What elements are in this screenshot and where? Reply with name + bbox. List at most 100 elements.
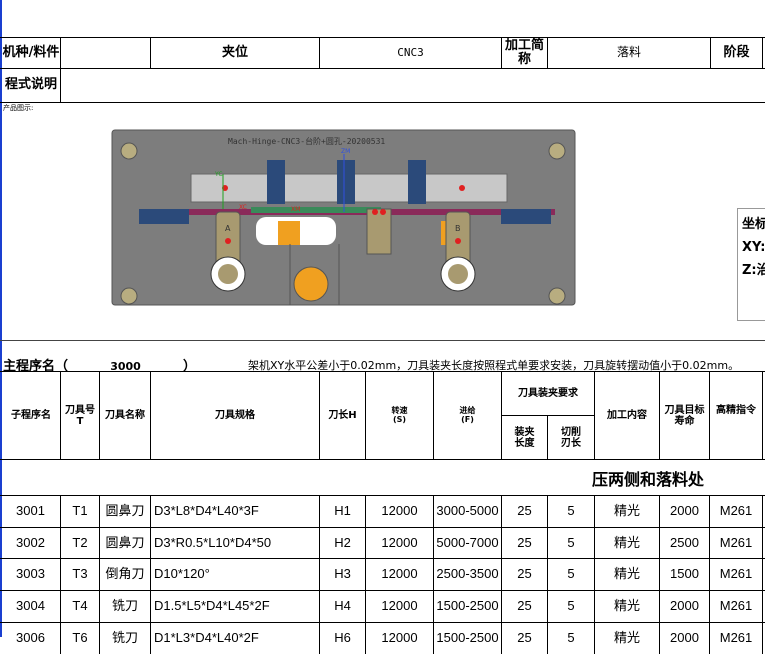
coordinate-box: 坐标 XY: Z:治 xyxy=(737,208,765,321)
axis-label-zm: ZM xyxy=(341,148,350,155)
cell-sub-program[interactable]: 3003 xyxy=(16,566,45,582)
process-label: 加工简称 xyxy=(504,37,544,67)
program-desc-label: 程式说明 xyxy=(4,77,57,93)
cell-tool-length[interactable]: H3 xyxy=(334,566,351,582)
main-program-close: ） xyxy=(183,359,197,374)
cell-speed[interactable]: 12000 xyxy=(381,534,418,550)
cell-content[interactable]: 精光 xyxy=(613,503,640,519)
col-tool-no: 刀具号T xyxy=(65,404,95,427)
cell-hs-cmd[interactable]: M261 xyxy=(719,503,753,519)
cell-tool-no[interactable]: T6 xyxy=(72,630,88,646)
cell-tool-spec[interactable]: D1.5*L5*D4*L45*2F xyxy=(154,598,270,614)
cell-hs-cmd[interactable]: M261 xyxy=(719,630,753,646)
clamp-label-a: A xyxy=(225,224,231,233)
cell-speed[interactable]: 12000 xyxy=(381,630,418,646)
cell-hs-cmd[interactable]: M261 xyxy=(719,534,753,550)
cell-life[interactable]: 1500 xyxy=(670,566,699,582)
sheet-left-border xyxy=(0,0,2,637)
coord-title: 坐标 xyxy=(742,217,765,232)
cell-tool-name[interactable]: 圆鼻刀 xyxy=(105,503,145,519)
cell-sub-program[interactable]: 3001 xyxy=(16,503,45,519)
cell-tool-spec[interactable]: D1*L3*D4*L40*2F xyxy=(154,630,259,646)
cell-tool-length[interactable]: H6 xyxy=(334,630,351,646)
section-title: 压两侧和落料处 xyxy=(592,470,705,489)
cell-sub-program[interactable]: 3002 xyxy=(16,534,45,550)
cell-content[interactable]: 精光 xyxy=(613,534,640,550)
cell-tool-spec[interactable]: D3*L8*D4*L40*3F xyxy=(154,503,259,519)
col-tool-name: 刀具名称 xyxy=(105,410,145,421)
col-tool-length: 刀长H xyxy=(328,410,357,421)
cell-tool-length[interactable]: H2 xyxy=(334,534,351,550)
cell-tool-name[interactable]: 倒角刀 xyxy=(105,566,145,582)
cell-tool-length[interactable]: H1 xyxy=(334,503,351,519)
cell-content[interactable]: 精光 xyxy=(613,630,640,646)
fixture-label: 夹位 xyxy=(221,44,248,60)
cell-tool-no[interactable]: T3 xyxy=(72,566,88,582)
cell-feed[interactable]: 5000-7000 xyxy=(436,534,499,550)
cell-life[interactable]: 2000 xyxy=(670,630,699,646)
col-sub-program: 子程序名 xyxy=(11,410,51,421)
cell-speed[interactable]: 12000 xyxy=(381,566,418,582)
cell-cut-len[interactable]: 5 xyxy=(567,598,575,614)
cell-sub-program[interactable]: 3006 xyxy=(16,630,45,646)
axis-label-yc: YC xyxy=(214,171,223,178)
cell-life[interactable]: 2500 xyxy=(670,534,699,550)
process-value[interactable]: 落料 xyxy=(616,45,641,60)
col-speed: 转速(S) xyxy=(391,405,408,424)
machine-value[interactable] xyxy=(61,38,150,68)
cell-tool-name[interactable]: 铣刀 xyxy=(111,598,138,614)
drawing-title: Mach-Hinge-CNC3-台阶+圆孔-20200531 xyxy=(228,136,385,146)
product-label: 产品图示: xyxy=(3,104,34,112)
program-desc-value[interactable] xyxy=(61,69,761,102)
col-tool-spec: 刀具规格 xyxy=(215,410,255,421)
cell-life[interactable]: 2000 xyxy=(670,598,699,614)
cell-cut-len[interactable]: 5 xyxy=(567,630,575,646)
cell-cut-len[interactable]: 5 xyxy=(567,566,575,582)
axis-label-xc: XC xyxy=(239,204,247,211)
cell-tool-no[interactable]: T2 xyxy=(72,534,88,550)
cell-speed[interactable]: 12000 xyxy=(381,598,418,614)
main-program-label: 主程序名（ xyxy=(3,359,69,374)
axis-label-xm: XM xyxy=(291,206,300,213)
clamp-label-b: B xyxy=(455,224,461,233)
cell-clamp-len[interactable]: 25 xyxy=(517,598,532,614)
coord-z: Z:治 xyxy=(742,263,765,278)
main-program-name: 主程序名（ 3000 ） xyxy=(3,355,196,374)
col-content: 加工内容 xyxy=(607,410,647,421)
cell-tool-name[interactable]: 圆鼻刀 xyxy=(105,534,145,550)
main-program-note: 架机XY水平公差小于0.02mm，刀具装夹长度按照程式单要求安装，刀具旋转摆动值… xyxy=(248,359,740,372)
stage-label: 阶段 xyxy=(723,44,750,60)
cell-content[interactable]: 精光 xyxy=(613,598,640,614)
cell-tool-name[interactable]: 铣刀 xyxy=(111,630,138,646)
main-program-number[interactable]: 3000 xyxy=(110,360,141,373)
cell-cut-len[interactable]: 5 xyxy=(567,534,575,550)
cell-cut-len[interactable]: 5 xyxy=(567,503,575,519)
cell-sub-program[interactable]: 3004 xyxy=(16,598,45,614)
cell-feed[interactable]: 2500-3500 xyxy=(436,566,499,582)
cell-content[interactable]: 精光 xyxy=(613,566,640,582)
cell-tool-spec[interactable]: D3*R0.5*L10*D4*50 xyxy=(154,534,272,550)
cell-tool-no[interactable]: T1 xyxy=(72,503,88,519)
cell-feed[interactable]: 3000-5000 xyxy=(436,503,499,519)
cell-life[interactable]: 2000 xyxy=(670,503,699,519)
cell-hs-cmd[interactable]: M261 xyxy=(719,598,753,614)
cell-clamp-len[interactable]: 25 xyxy=(517,534,532,550)
col-hs-cmd: 高精指令 xyxy=(716,404,756,416)
cell-clamp-len[interactable]: 25 xyxy=(517,630,532,646)
cell-hs-cmd[interactable]: M261 xyxy=(719,566,753,582)
cell-clamp-len[interactable]: 25 xyxy=(517,566,532,582)
cell-tool-spec[interactable]: D10*120° xyxy=(154,566,210,582)
col-clamp-len: 装夹长度 xyxy=(514,426,535,449)
col-cut-len: 切削刃长 xyxy=(561,426,581,449)
col-feed: 进给(F) xyxy=(459,405,476,424)
cell-clamp-len[interactable]: 25 xyxy=(517,503,532,519)
cell-feed[interactable]: 1500-2500 xyxy=(436,598,499,614)
machine-label: 机种/料件 xyxy=(2,44,60,60)
cell-tool-no[interactable]: T4 xyxy=(72,598,88,614)
coord-xy: XY: xyxy=(742,240,765,255)
fixture-value[interactable]: CNC3 xyxy=(397,45,424,59)
cell-tool-length[interactable]: H4 xyxy=(334,598,351,614)
cell-feed[interactable]: 1500-2500 xyxy=(436,630,499,646)
product-drawing: Mach-Hinge-CNC3-台阶+圆孔-20200531 ZM YC XC … xyxy=(111,129,576,306)
cell-speed[interactable]: 12000 xyxy=(381,503,418,519)
